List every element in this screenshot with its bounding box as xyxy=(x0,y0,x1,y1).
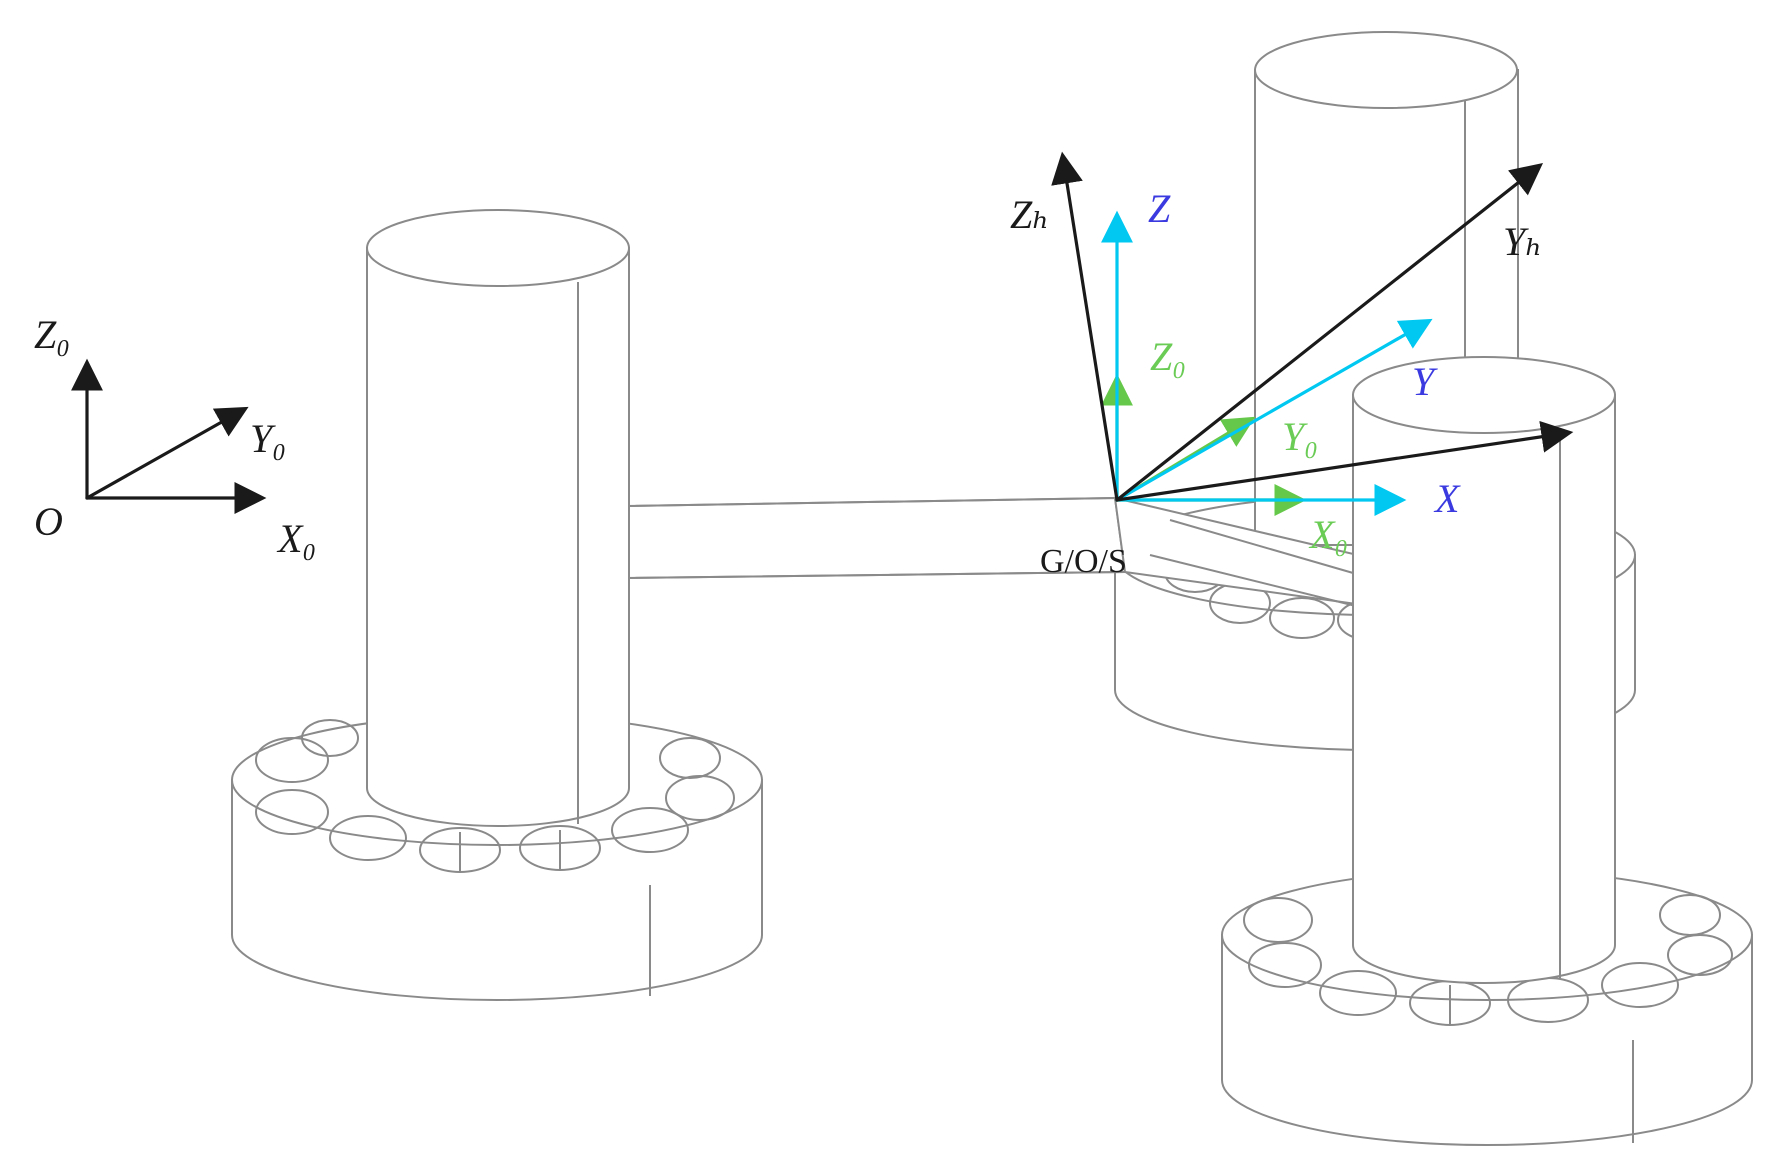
left-pillar xyxy=(366,209,630,827)
origin-label: O xyxy=(34,499,63,544)
green-y-label: Y₀ xyxy=(1282,414,1318,459)
front-right-pillar xyxy=(1352,356,1616,984)
green-x-label: X₀ xyxy=(1308,512,1348,557)
blue-x-label: X xyxy=(1433,476,1461,521)
black-z-axis xyxy=(1051,151,1119,502)
blue-y-label: Y xyxy=(1412,359,1438,404)
origin-x-label: X₀ xyxy=(276,516,316,561)
blue-z-label: Z xyxy=(1148,186,1171,231)
black-y-axis xyxy=(1115,163,1544,502)
center-label: G/O/S xyxy=(1040,543,1127,580)
black-x-axis xyxy=(1115,420,1574,502)
origin-frame: Z₀ Y₀ X₀ O xyxy=(34,312,316,561)
origin-y-label: Y₀ xyxy=(250,416,286,461)
left-column xyxy=(231,209,763,1001)
center-frames: Zₕ Z Yₕ Z₀ Y Y₀ X X₀ G/O/S xyxy=(1010,151,1574,580)
green-z-label: Z₀ xyxy=(1150,334,1186,379)
blue-y-axis xyxy=(1115,318,1433,502)
origin-y-axis xyxy=(85,406,249,500)
black-z-label: Zₕ xyxy=(1010,192,1050,237)
black-y-label: Yₕ xyxy=(1503,219,1543,264)
connecting-arms xyxy=(624,496,1401,613)
origin-z-label: Z₀ xyxy=(34,312,70,357)
front-right-column xyxy=(1221,356,1753,1146)
